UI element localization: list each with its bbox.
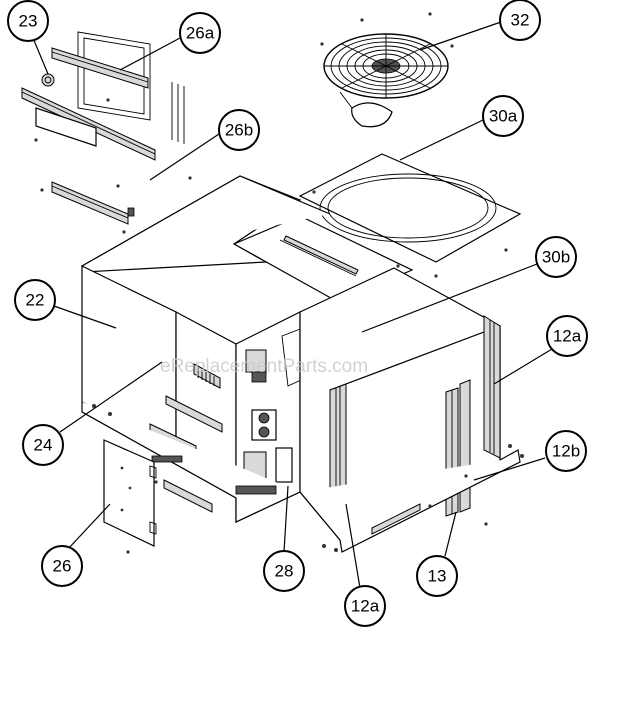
callout-22: 22 <box>14 279 56 321</box>
access-panel <box>103 439 213 554</box>
callout-28: 28 <box>263 550 305 592</box>
callout-23-label: 23 <box>19 12 38 31</box>
callout-12a-bottom-label: 12a <box>351 597 380 616</box>
callout-30a: 30a <box>482 95 524 137</box>
callout-30b-label: 30b <box>542 248 570 267</box>
callout-13-label: 13 <box>428 567 447 586</box>
callout-26a: 26a <box>179 12 221 54</box>
callout-23: 23 <box>7 0 49 42</box>
leader-lines <box>32 21 568 589</box>
callout-24-label: 24 <box>34 436 53 455</box>
fan-guard <box>320 12 454 128</box>
callout-32-label: 32 <box>511 11 530 30</box>
callout-30a-label: 30a <box>489 107 518 126</box>
main-cabinet <box>81 175 524 553</box>
callout-28-label: 28 <box>275 562 294 581</box>
callout-12b-label: 12b <box>552 442 580 461</box>
callout-26: 26 <box>41 545 83 587</box>
callout-30b: 30b <box>535 236 577 278</box>
callout-26b-label: 26b <box>225 121 253 140</box>
callout-22-label: 22 <box>26 291 45 310</box>
callout-26b: 26b <box>218 109 260 151</box>
top-left-panels <box>21 31 192 234</box>
callout-12b: 12b <box>545 430 587 472</box>
callout-26a-label: 26a <box>186 24 215 43</box>
callout-12a-top-label: 12a <box>553 327 582 346</box>
callout-24: 24 <box>22 424 64 466</box>
callout-13: 13 <box>416 555 458 597</box>
callout-26-label: 26 <box>53 557 72 576</box>
watermark: eReplacementParts.com <box>160 356 368 377</box>
callout-12a-top: 12a <box>546 315 588 357</box>
callout-32: 32 <box>499 0 541 41</box>
callout-12a-bottom: 12a <box>344 585 386 627</box>
